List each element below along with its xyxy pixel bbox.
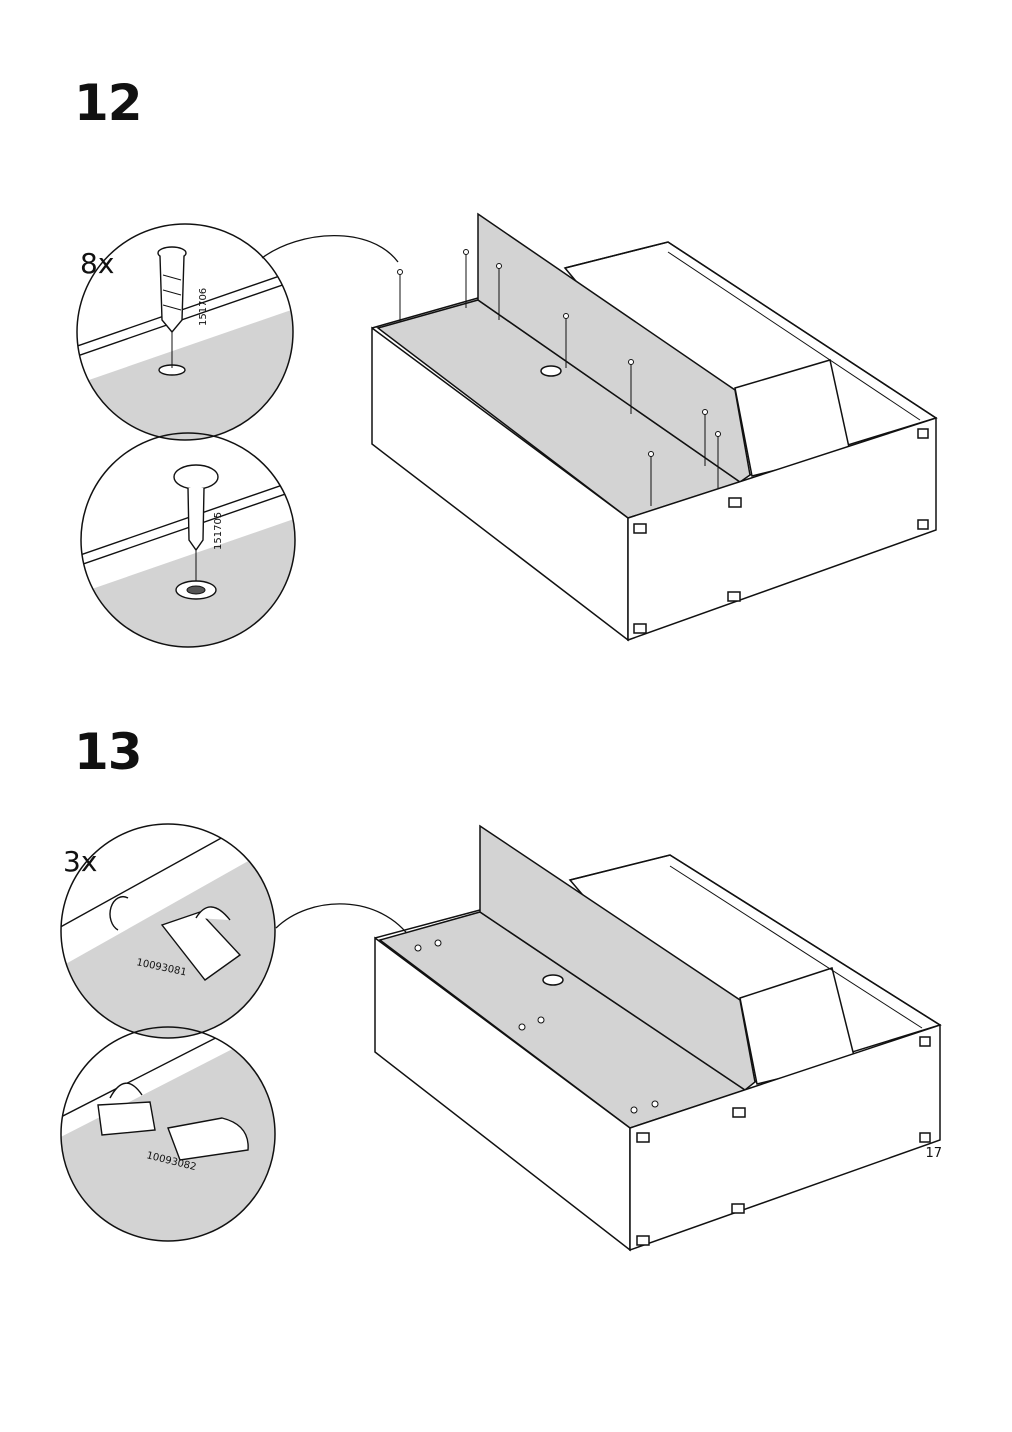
detail-circle-dowel-151706: 151706 [76,223,294,441]
callout-connector [275,903,413,941]
part-id-label: 151705 [213,512,224,550]
step-13-number: 13 [74,723,143,781]
step-12-number: 12 [74,74,143,132]
clip-icon [160,911,242,981]
detail-circle-clip-10093082: 10093082 [60,1026,276,1242]
dowel-head-icon [173,464,219,490]
clip-markers [414,939,659,1114]
step-12-quantity: 8x [80,247,115,280]
page-number: 17 [925,1146,942,1161]
clip-icon [97,1101,156,1136]
detail-circle-clip-10093081: 10093081 [60,823,276,1039]
cabinet-drawing [371,212,938,642]
detail-circle-dowel-151705: 151705 [80,432,296,648]
callout-connector [261,235,399,263]
cabinet-drawing [374,824,942,1252]
part-id-label: 151706 [198,288,209,326]
dowel-markers [397,249,721,506]
step-12-illustration: 151706 151705 [76,212,938,648]
step-13-illustration: 10093081 10093082 [60,823,942,1252]
